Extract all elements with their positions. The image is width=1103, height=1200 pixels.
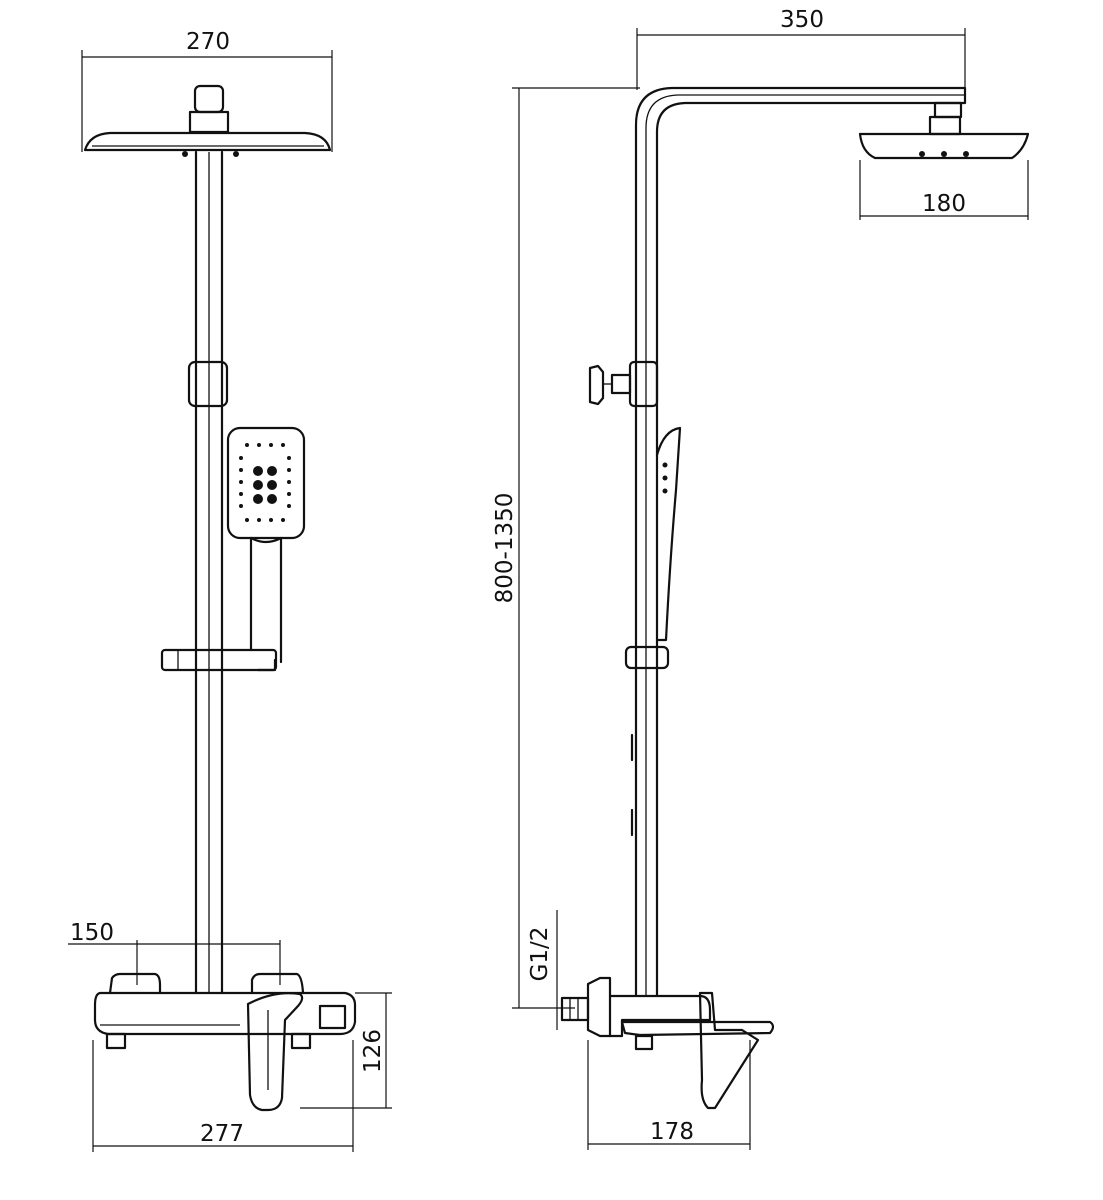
pole-clamp-side bbox=[588, 360, 659, 408]
dim-270-label: 270 bbox=[186, 29, 230, 55]
dim-height-range: 800-1350 bbox=[492, 87, 640, 1009]
dim-150-label: 150 bbox=[70, 920, 114, 946]
front-view: 270 bbox=[68, 29, 392, 1152]
slider-side bbox=[624, 645, 670, 670]
dim-126-label: 126 bbox=[360, 1029, 386, 1073]
dim-180: 180 bbox=[859, 160, 1029, 220]
mixer-side bbox=[560, 976, 775, 1110]
dim-150: 150 bbox=[68, 920, 281, 985]
hand-shower bbox=[226, 426, 306, 664]
dim-178: 178 bbox=[587, 1040, 751, 1150]
dim-350: 350 bbox=[636, 7, 966, 98]
dim-height-label: 800-1350 bbox=[492, 493, 518, 604]
dim-180-label: 180 bbox=[922, 191, 966, 217]
rain-shower-head-side bbox=[858, 101, 1030, 160]
mixer-front bbox=[93, 972, 357, 1112]
pole-clamp bbox=[187, 360, 229, 408]
rain-shower-head bbox=[83, 84, 332, 157]
dim-126: 126 bbox=[300, 992, 392, 1109]
hand-shower-side bbox=[655, 426, 682, 642]
dim-270: 270 bbox=[81, 29, 333, 152]
dim-277-label: 277 bbox=[200, 1121, 244, 1147]
side-view: 350 180 800-1350 bbox=[492, 7, 1030, 1150]
thread-label: G1/2 bbox=[527, 927, 553, 982]
dim-178-label: 178 bbox=[650, 1119, 694, 1145]
dim-350-label: 350 bbox=[780, 7, 824, 33]
hand-shower-holder bbox=[160, 648, 278, 672]
shower-arm bbox=[634, 86, 967, 997]
dim-thread: G1/2 bbox=[527, 910, 558, 1030]
dim-277: 277 bbox=[92, 1040, 354, 1152]
riser-pole bbox=[194, 150, 224, 995]
